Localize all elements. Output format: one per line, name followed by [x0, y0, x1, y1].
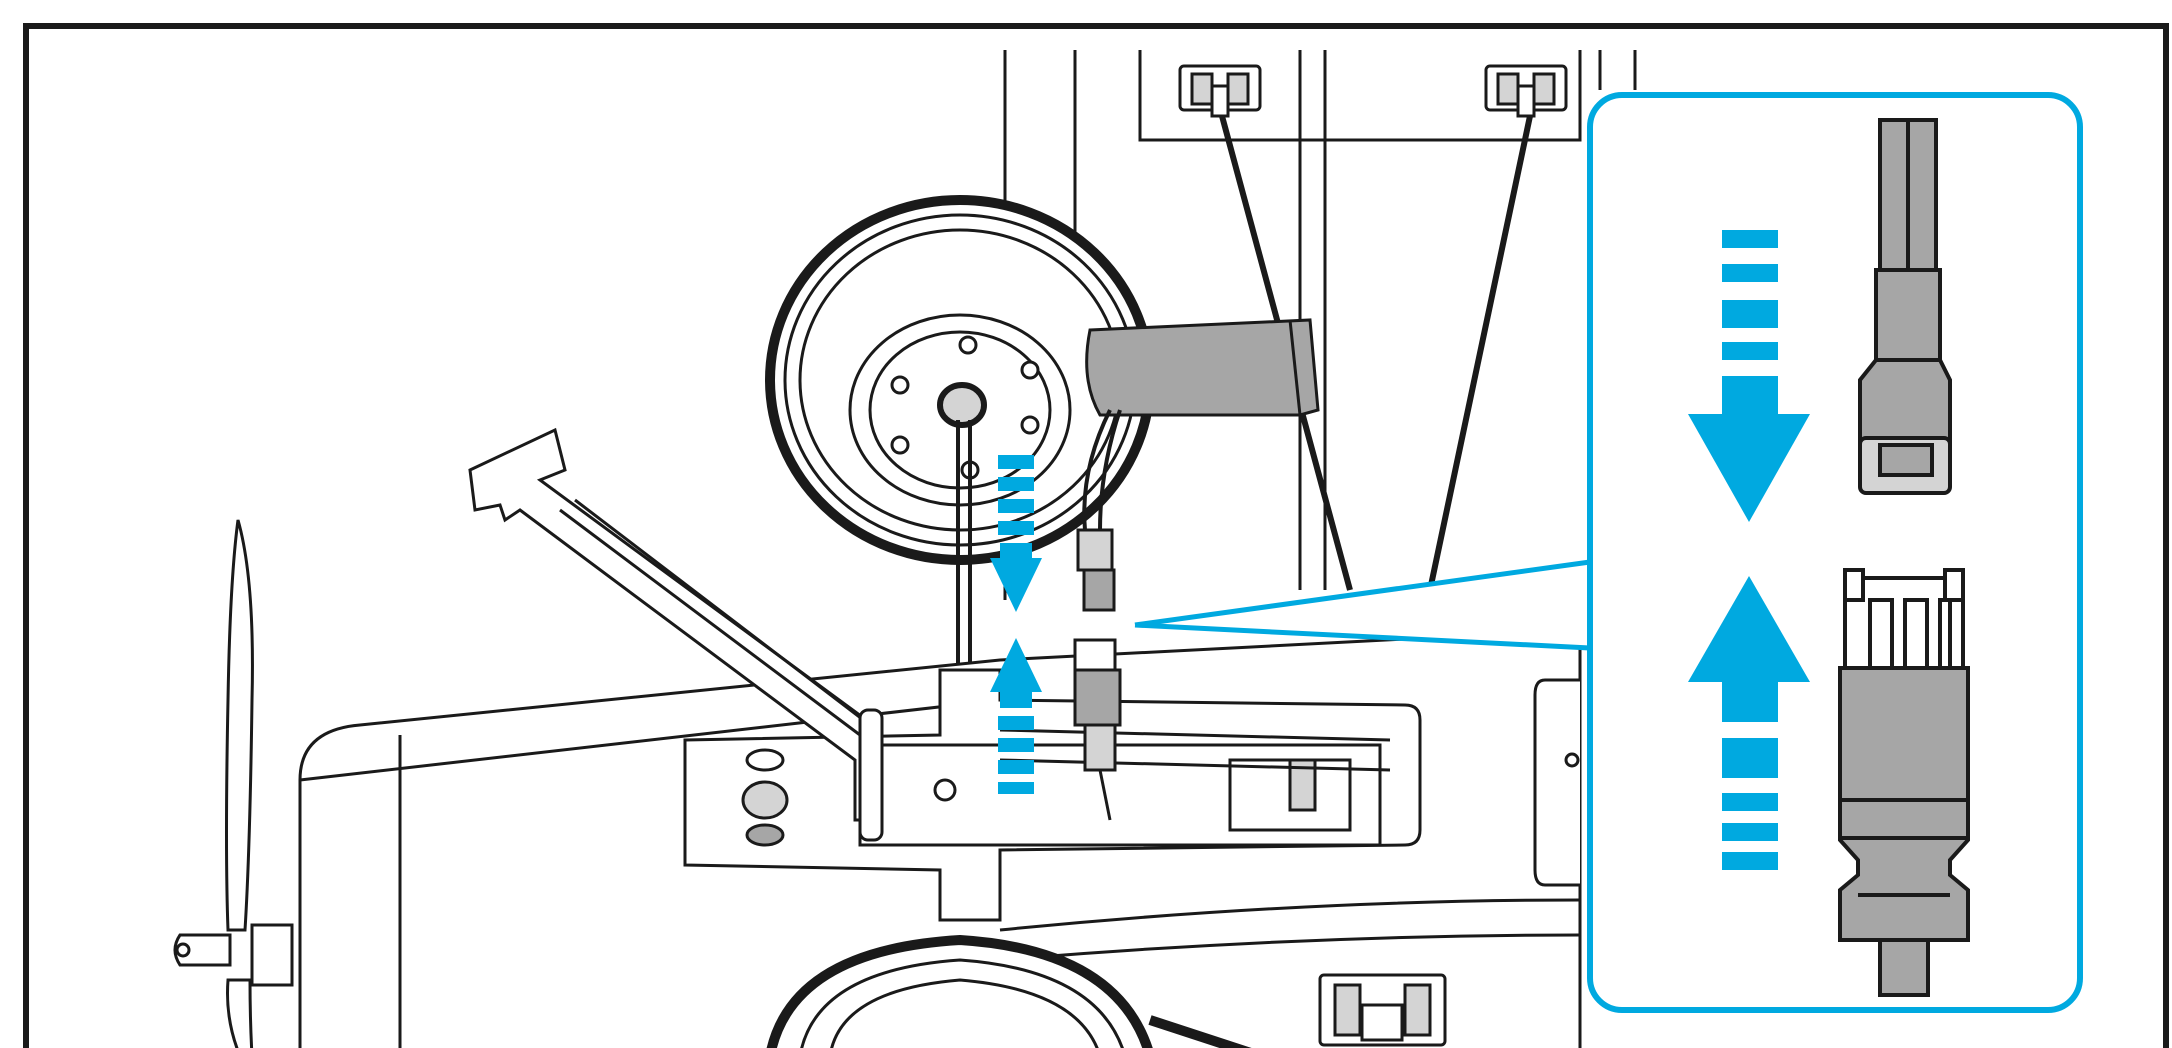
- hatch-brace: [468, 427, 884, 842]
- connector-plug-icon: [1858, 118, 1952, 495]
- wire-right: [1427, 115, 1533, 591]
- diagram-frame: [23, 23, 2169, 1048]
- propeller-icon: [173, 519, 294, 1048]
- arrow-down-icon: [990, 455, 1042, 612]
- battery-pack: [1085, 318, 1320, 417]
- connector-plug-icon: [1076, 528, 1116, 612]
- arrow-down-icon: [1688, 230, 1810, 522]
- battery-leads: [1082, 409, 1122, 531]
- clip-icon: [1318, 973, 1447, 1047]
- clip-icon: [1484, 64, 1568, 118]
- tray-fittings: [741, 748, 957, 847]
- arrow-up-icon: [990, 638, 1042, 794]
- connector-socket-icon: [1838, 568, 1970, 997]
- servo-tray: [683, 668, 1422, 922]
- detail-callout: [1587, 92, 2083, 1013]
- arrow-up-icon: [1688, 576, 1810, 870]
- side-bracket: [1533, 678, 1580, 887]
- callout-pointer: [1134, 559, 1591, 651]
- wheel-icon: [766, 934, 1252, 1048]
- connector-socket-icon: [1073, 638, 1122, 821]
- clip-icon: [1178, 64, 1262, 118]
